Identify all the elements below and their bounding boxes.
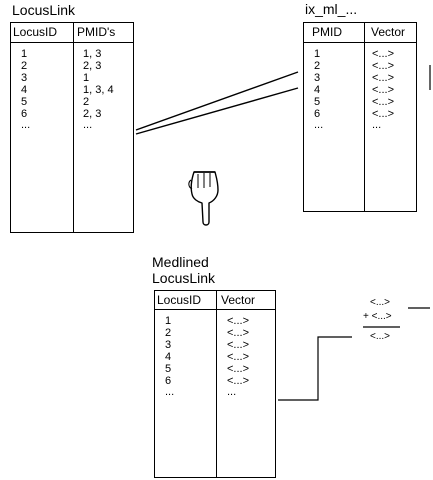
cell-locusid: 6: [21, 108, 28, 120]
cell-pmid: 6: [314, 108, 321, 120]
cell-pmid: ...: [314, 119, 324, 131]
cell-vector: <...>: [372, 72, 395, 84]
cell-vector: ...: [227, 386, 237, 398]
cell-vector: ...: [372, 119, 382, 131]
header-pmid: PMID: [312, 25, 342, 39]
connector-line: [135, 87, 299, 135]
medlined-table: LocusID Vector 1 <...> 2 <...> 3 <...> 4…: [154, 290, 276, 478]
column-divider: [364, 23, 365, 211]
cell-locusid: 4: [165, 351, 172, 363]
cell-locusid: ...: [165, 386, 175, 398]
cell-pmids: 1, 3, 4: [83, 84, 114, 96]
cell-pmid: 5: [314, 96, 321, 108]
header-locusid: LocusID: [157, 293, 202, 307]
cell-locusid: 1: [165, 315, 172, 327]
cell-vector: <...>: [227, 327, 250, 339]
cell-pmids: 2, 3: [83, 108, 102, 120]
cell-pmid: 3: [314, 72, 321, 84]
result-connector: [278, 336, 352, 401]
locuslink-title: LocusLink: [12, 2, 76, 18]
header-locusid: LocusID: [13, 25, 58, 39]
cell-locusid: 3: [21, 72, 28, 84]
medlined-title-line1: Medlined: [152, 254, 209, 270]
cell-locusid: 1: [21, 48, 28, 60]
cell-vector: <...>: [227, 339, 250, 351]
cell-locusid: 5: [21, 96, 28, 108]
header-divider: [155, 309, 275, 310]
cell-vector: <...>: [372, 96, 395, 108]
cell-pmids: 1: [83, 72, 90, 84]
cell-pmids: 2, 3: [83, 60, 102, 72]
ixml-title: ix_ml_...: [305, 1, 358, 17]
cell-locusid: 2: [21, 60, 28, 72]
medlined-title-line2: LocusLink: [152, 270, 216, 286]
header-pmids: PMID's: [77, 25, 116, 39]
cell-pmids: 2: [83, 96, 90, 108]
header-vector: Vector: [371, 25, 406, 39]
column-divider: [73, 23, 74, 232]
cell-pmids: ...: [83, 119, 93, 131]
cell-vector: <...>: [372, 60, 395, 72]
cell-locusid: 3: [165, 339, 172, 351]
cell-vector: <...>: [372, 84, 395, 96]
cell-locusid: 4: [21, 84, 28, 96]
cell-locusid: 5: [165, 363, 172, 375]
cell-vector: <...>: [227, 351, 250, 363]
cell-pmids: 1, 3: [83, 48, 102, 60]
cell-locusid: 6: [165, 375, 172, 387]
cell-locusid: ...: [21, 119, 31, 131]
cell-vector: <...>: [372, 48, 395, 60]
header-divider: [11, 42, 133, 43]
pointing-down-hand-icon: [188, 171, 219, 226]
cell-vector: <...>: [372, 108, 395, 120]
formula-result: <...>: [370, 331, 391, 342]
cell-pmid: 2: [314, 60, 321, 72]
cell-vector: <...>: [227, 363, 250, 375]
cell-locusid: 2: [165, 327, 172, 339]
column-divider: [216, 291, 217, 477]
locuslink-table: LocusID PMID's 1 1, 3 2 2, 3 3 1 4 1, 3,…: [10, 22, 134, 233]
header-vector: Vector: [221, 293, 256, 307]
connector-line: [135, 71, 299, 131]
cell-pmid: 1: [314, 48, 321, 60]
formula-term2: + <...>: [363, 311, 392, 322]
cell-vector: <...>: [227, 375, 250, 387]
cell-vector: <...>: [227, 315, 250, 327]
cell-pmid: 4: [314, 84, 321, 96]
ixml-table: PMID Vector 1 <...> 2 <...> 3 <...> 4 <.…: [303, 22, 417, 212]
formula-term1: <...>: [370, 297, 391, 308]
header-divider: [304, 42, 416, 43]
